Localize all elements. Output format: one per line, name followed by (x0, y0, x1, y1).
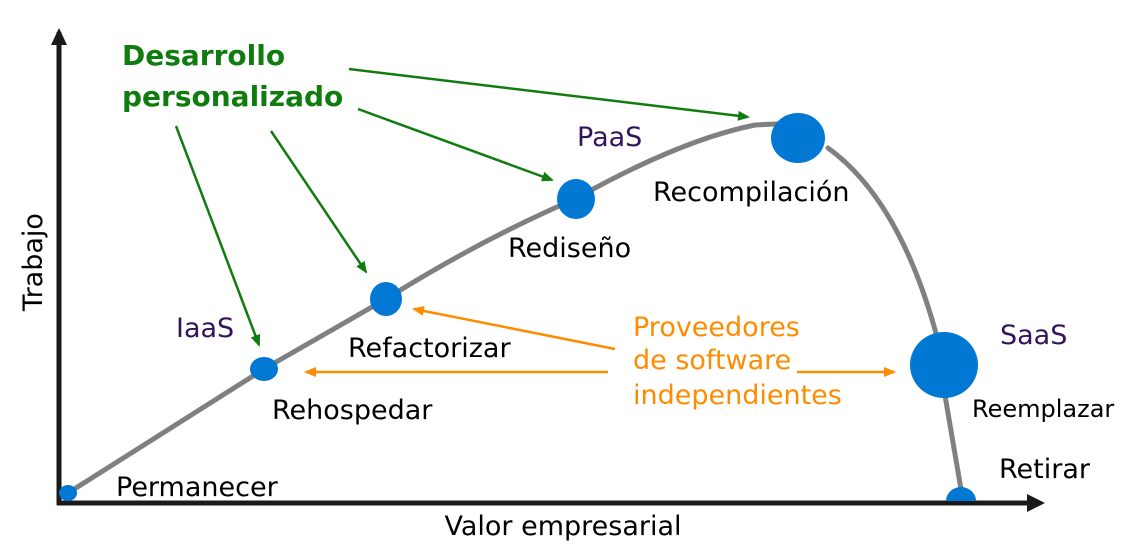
node-recompilacion[interactable] (771, 113, 825, 163)
isv-label-line3: independientes (633, 380, 842, 411)
custom-dev-arrow-rediseno (357, 107, 554, 182)
node-rediseno[interactable] (557, 179, 595, 219)
category-saas: SaaS (1000, 320, 1067, 351)
custom-dev-arrow-refactorizar (269, 130, 368, 274)
node-rehospedar[interactable] (250, 357, 278, 381)
custom-dev-label-line1: Desarrollo (122, 39, 285, 72)
label-recompilacion: Recompilación (653, 177, 850, 208)
category-paas: PaaS (577, 122, 642, 153)
label-permanecer: Permanecer (116, 472, 279, 503)
category-iaas: IaaS (176, 313, 234, 344)
isv-label-line1: Proveedores (633, 312, 800, 343)
y-axis-arrow-icon (51, 28, 67, 45)
custom-dev-arrow-rehospedar (174, 125, 261, 347)
x-axis-label: Valor empresarial (444, 511, 681, 542)
label-rediseno: Rediseño (508, 233, 631, 264)
label-refactorizar: Refactorizar (348, 333, 511, 364)
node-permanecer[interactable] (59, 485, 77, 501)
label-rehospedar: Rehospedar (272, 395, 433, 426)
label-reemplazar: Reemplazar (972, 395, 1114, 423)
custom-dev-label-line2: personalizado (122, 80, 343, 113)
x-axis-arrow-icon (1027, 494, 1045, 512)
node-reemplazar[interactable] (910, 332, 978, 398)
node-retirar[interactable] (946, 487, 976, 501)
isv-arrow-refactorizar (412, 306, 616, 351)
y-axis-label: Trabajo (18, 213, 49, 312)
custom-dev-arrow-recompilacion (348, 67, 750, 121)
node-refactorizar[interactable] (370, 282, 402, 316)
label-retirar: Retirar (999, 454, 1091, 485)
isv-label-line2: de software (633, 345, 791, 376)
